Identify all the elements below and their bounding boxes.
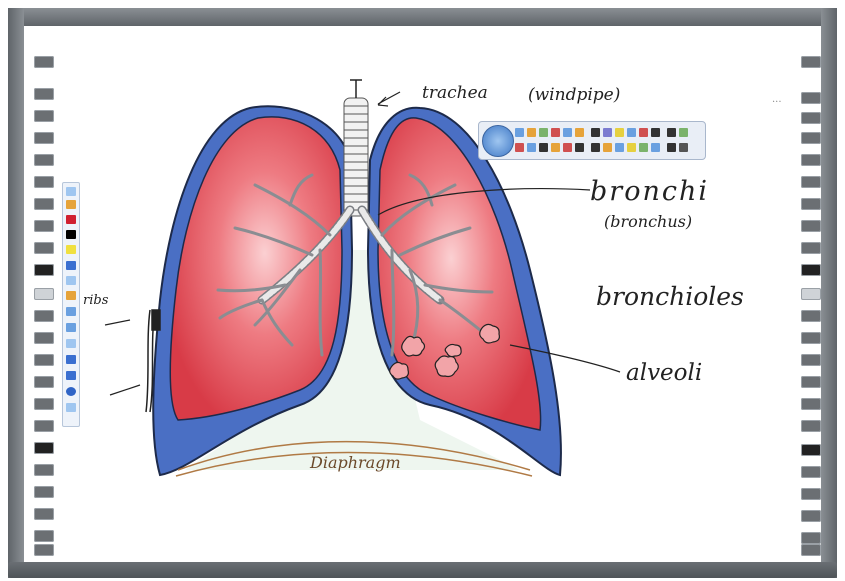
blue-color-icon[interactable] xyxy=(66,261,76,270)
zoom-icon[interactable] xyxy=(603,128,612,137)
vertical-tool-palette[interactable] xyxy=(62,182,80,427)
star-icon[interactable] xyxy=(627,143,636,152)
select-icon[interactable] xyxy=(527,143,536,152)
link-icon[interactable] xyxy=(615,143,624,152)
label-ribs: ribs xyxy=(83,293,108,308)
undo-icon[interactable] xyxy=(66,355,76,364)
share-icon[interactable] xyxy=(639,143,648,152)
video-icon[interactable] xyxy=(591,143,600,152)
label-trachea: trachea xyxy=(422,83,488,103)
toolbar-dial-icon[interactable] xyxy=(482,125,514,157)
page-icon[interactable] xyxy=(66,187,76,196)
black-color-icon[interactable] xyxy=(66,230,76,239)
redo-icon[interactable] xyxy=(563,128,572,137)
floating-toolbar[interactable] xyxy=(478,121,706,160)
save-icon[interactable] xyxy=(527,128,536,137)
lock-icon[interactable] xyxy=(551,143,560,152)
label-bronchioles: bronchioles xyxy=(596,282,744,311)
line-icon[interactable] xyxy=(66,307,76,316)
screen-icon[interactable] xyxy=(591,128,600,137)
print-icon[interactable] xyxy=(539,128,548,137)
settings-icon[interactable] xyxy=(667,143,676,152)
line-icon[interactable] xyxy=(539,143,548,152)
page-icon[interactable] xyxy=(575,143,584,152)
yellow-color-icon[interactable] xyxy=(66,245,76,254)
folder-icon[interactable] xyxy=(603,143,612,152)
redo-icon[interactable] xyxy=(66,371,76,380)
fill-icon[interactable] xyxy=(563,143,572,152)
undo-icon[interactable] xyxy=(551,128,560,137)
eraser-icon[interactable] xyxy=(66,339,76,348)
red-color-icon[interactable] xyxy=(66,215,76,224)
label-alveoli: alveoli xyxy=(626,360,702,386)
delete-icon[interactable] xyxy=(515,143,524,152)
text-icon[interactable] xyxy=(627,128,636,137)
more-options-icon[interactable]: ... xyxy=(772,94,782,105)
close-icon[interactable] xyxy=(66,403,76,412)
label-windpipe: (windpipe) xyxy=(528,85,620,105)
open-icon[interactable] xyxy=(515,128,524,137)
select-icon[interactable] xyxy=(66,276,76,285)
pen-icon[interactable] xyxy=(66,200,76,209)
trachea xyxy=(344,80,368,216)
shape-icon[interactable] xyxy=(66,323,76,332)
shape-icon[interactable] xyxy=(639,128,648,137)
camera-icon[interactable] xyxy=(667,128,676,137)
gallery-icon[interactable] xyxy=(679,128,688,137)
label-bronchus: (bronchus) xyxy=(604,212,692,231)
label-bronchi: bronchi xyxy=(590,176,709,207)
eraser-icon[interactable] xyxy=(651,128,660,137)
pen-icon[interactable] xyxy=(575,128,584,137)
grid-icon[interactable] xyxy=(679,143,688,152)
help-icon[interactable] xyxy=(651,143,660,152)
dial-icon[interactable] xyxy=(66,387,76,396)
highlighter-icon[interactable] xyxy=(615,128,624,137)
label-diaphragm: Diaphragm xyxy=(310,453,401,472)
highlighter-icon[interactable] xyxy=(66,291,76,300)
